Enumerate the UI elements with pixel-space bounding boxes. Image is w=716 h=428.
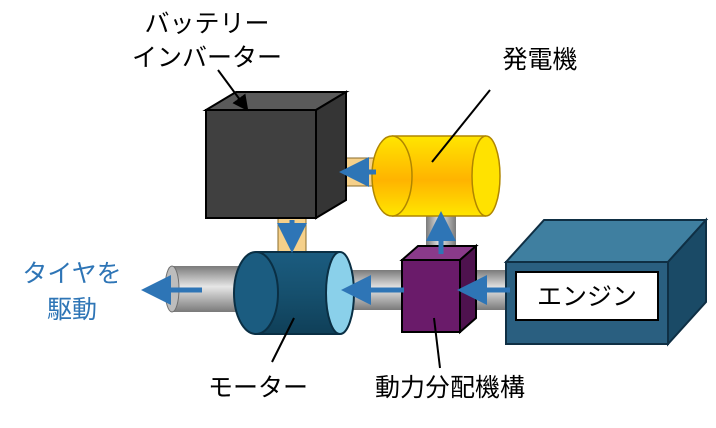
generator-label: 発電機 (502, 45, 577, 74)
motor-label: モーター (208, 373, 308, 402)
inverter-cube (202, 90, 350, 220)
tire-label-line1: タイヤを (22, 259, 121, 288)
pointer-lines (217, 69, 491, 369)
engine-label-box (515, 271, 659, 321)
generator-pointer (431, 89, 491, 163)
engine-box (503, 217, 709, 347)
tire-label-line2: 駆動 (47, 295, 97, 324)
generator-cylinder (371, 135, 501, 217)
flow-arrows (141, 157, 510, 305)
battery-label-line1: バッテリー (144, 9, 269, 38)
battery-pointer (217, 69, 249, 112)
motor-pointer (271, 317, 295, 363)
engine-label: エンジン (537, 282, 637, 311)
power-split-pointer (433, 317, 441, 369)
motor-cylinder (233, 251, 355, 335)
power-split-label: 動力分配機構 (375, 373, 525, 402)
battery-label-line2: インバーター (132, 43, 282, 72)
